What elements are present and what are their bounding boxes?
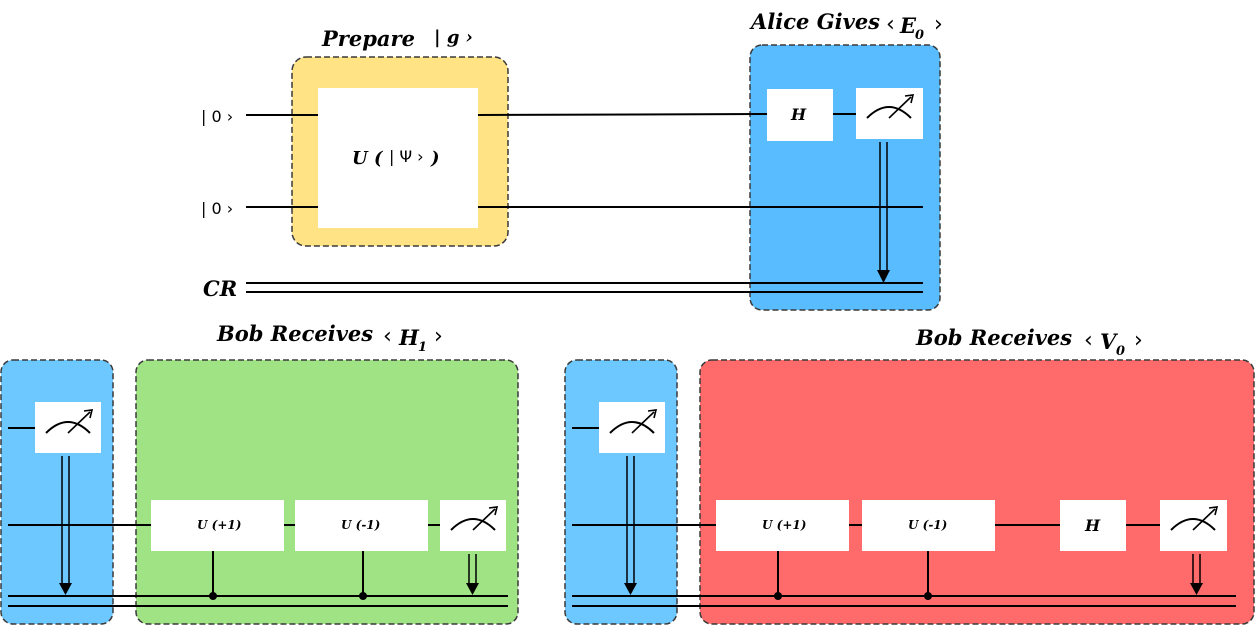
- alice-ket-close: ›: [934, 12, 943, 37]
- cr-label: CR: [203, 276, 237, 301]
- prepare-ket: | g ›: [434, 27, 473, 48]
- bob-h-u-plus-label: U (+1): [197, 518, 241, 532]
- alice-arrow-head: [877, 270, 890, 283]
- bob-v-ket-close: ›: [1134, 328, 1143, 353]
- qubit0-label: | 0 ›: [201, 107, 233, 126]
- bob-h-title: Bob Receives: [216, 321, 373, 346]
- bob-h-box: [135, 359, 519, 625]
- qubit1-label: | 0 ›: [201, 199, 233, 218]
- bob-h-measure-box: [0, 359, 114, 625]
- bob-v-symbol: V: [1100, 329, 1119, 354]
- unitary-gate-ket: | Ψ ›: [389, 147, 424, 166]
- bob-v-h-label: H: [1084, 516, 1101, 535]
- bob-h-u-plus-gate: [151, 500, 284, 551]
- bob-v-meter-icon-2: [1170, 506, 1219, 531]
- bob-v-u-minus-gate: [862, 500, 995, 551]
- alice-ket-open: ‹: [886, 12, 895, 37]
- alice-title: Alice Gives: [749, 9, 880, 34]
- alice-sub: 0: [915, 28, 924, 43]
- bob-v-h-gate: [1060, 500, 1126, 551]
- unitary-gate-close: ): [430, 148, 440, 169]
- bob-v-measure-box: [564, 359, 678, 625]
- bob-v-ket-open: ‹: [1084, 328, 1093, 353]
- unitary-gate: [318, 88, 478, 228]
- bob-v-sub: 0: [1116, 344, 1125, 359]
- bob-h-symbol: H: [398, 325, 420, 350]
- bob-h-ket-open: ‹: [383, 324, 392, 349]
- alice-e: E: [899, 13, 917, 38]
- bob-v-u-minus-label: U (-1): [908, 518, 947, 532]
- bob-h-u-minus-label: U (-1): [341, 518, 380, 532]
- bob-v-title: Bob Receives: [915, 325, 1072, 350]
- bob-h-u-minus-gate: [295, 500, 428, 551]
- bob-v-u-plus-label: U (+1): [762, 518, 806, 532]
- prepare-title: Prepare: [321, 26, 415, 51]
- bob-h-meter-icon-1: [45, 409, 94, 434]
- bob-h-sub: 1: [418, 340, 427, 355]
- alice-meter-icon: [866, 94, 915, 119]
- bob-h-meter-icon-2: [450, 506, 499, 531]
- alice-h-gate: [767, 89, 833, 141]
- bob-v-meter-icon-1: [609, 409, 658, 434]
- bob-v-u-plus-gate: [716, 500, 849, 551]
- alice-h-label: H: [790, 105, 807, 124]
- unitary-gate-label: U (: [352, 148, 384, 169]
- qubit0-wire-mid: [477, 113, 768, 116]
- bob-h-measure-gate-2: [440, 500, 506, 551]
- alice-box: [749, 44, 941, 311]
- bob-v-box: [699, 359, 1255, 625]
- bob-h-ket-close: ›: [434, 324, 443, 349]
